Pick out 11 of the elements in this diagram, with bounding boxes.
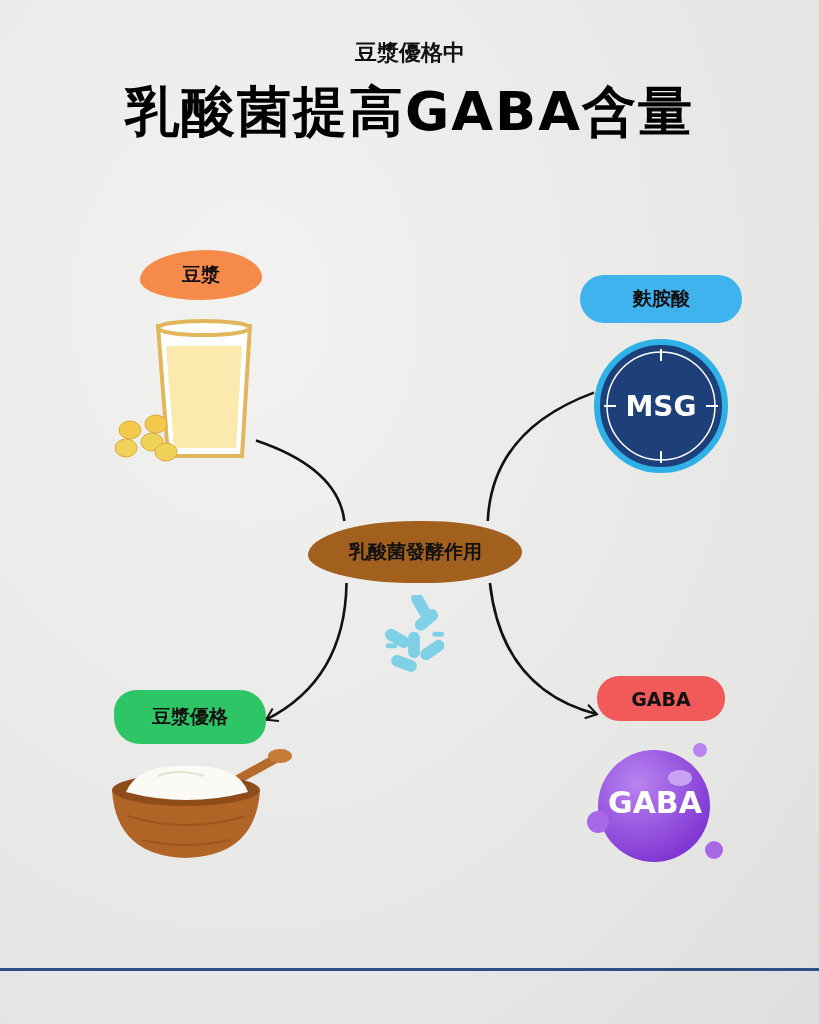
curved-arrow xyxy=(488,582,598,719)
subtitle: 豆漿優格中 xyxy=(353,39,466,67)
title: 乳酸菌提高GABA含量 xyxy=(123,79,696,145)
label-text: 麩胺酸 xyxy=(632,286,690,311)
label-text: 乳酸菌發酵作用 xyxy=(348,539,482,564)
label-text: GABA xyxy=(631,687,691,710)
curved-arrow xyxy=(265,582,348,722)
badge-text: GABA xyxy=(608,784,702,820)
badge-text: MSG xyxy=(625,389,697,423)
label-text: 豆漿優格 xyxy=(152,704,228,729)
label-text: 豆漿 xyxy=(182,262,220,287)
